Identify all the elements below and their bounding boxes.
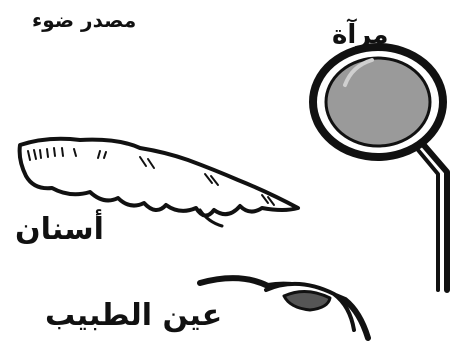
eye-icon xyxy=(200,278,368,338)
light-source-label: مصدر ضوء xyxy=(32,8,136,32)
doctor-eye-label: عين الطبيب xyxy=(45,298,222,333)
mirror-handle xyxy=(422,143,447,290)
mirror-label: مرآة xyxy=(332,20,389,50)
dental-mirror-icon xyxy=(313,47,447,290)
iris xyxy=(284,291,330,310)
mirror-glass xyxy=(326,58,430,146)
mirror-handle-inner xyxy=(418,150,438,290)
teeth-label: أسنان xyxy=(15,212,104,247)
